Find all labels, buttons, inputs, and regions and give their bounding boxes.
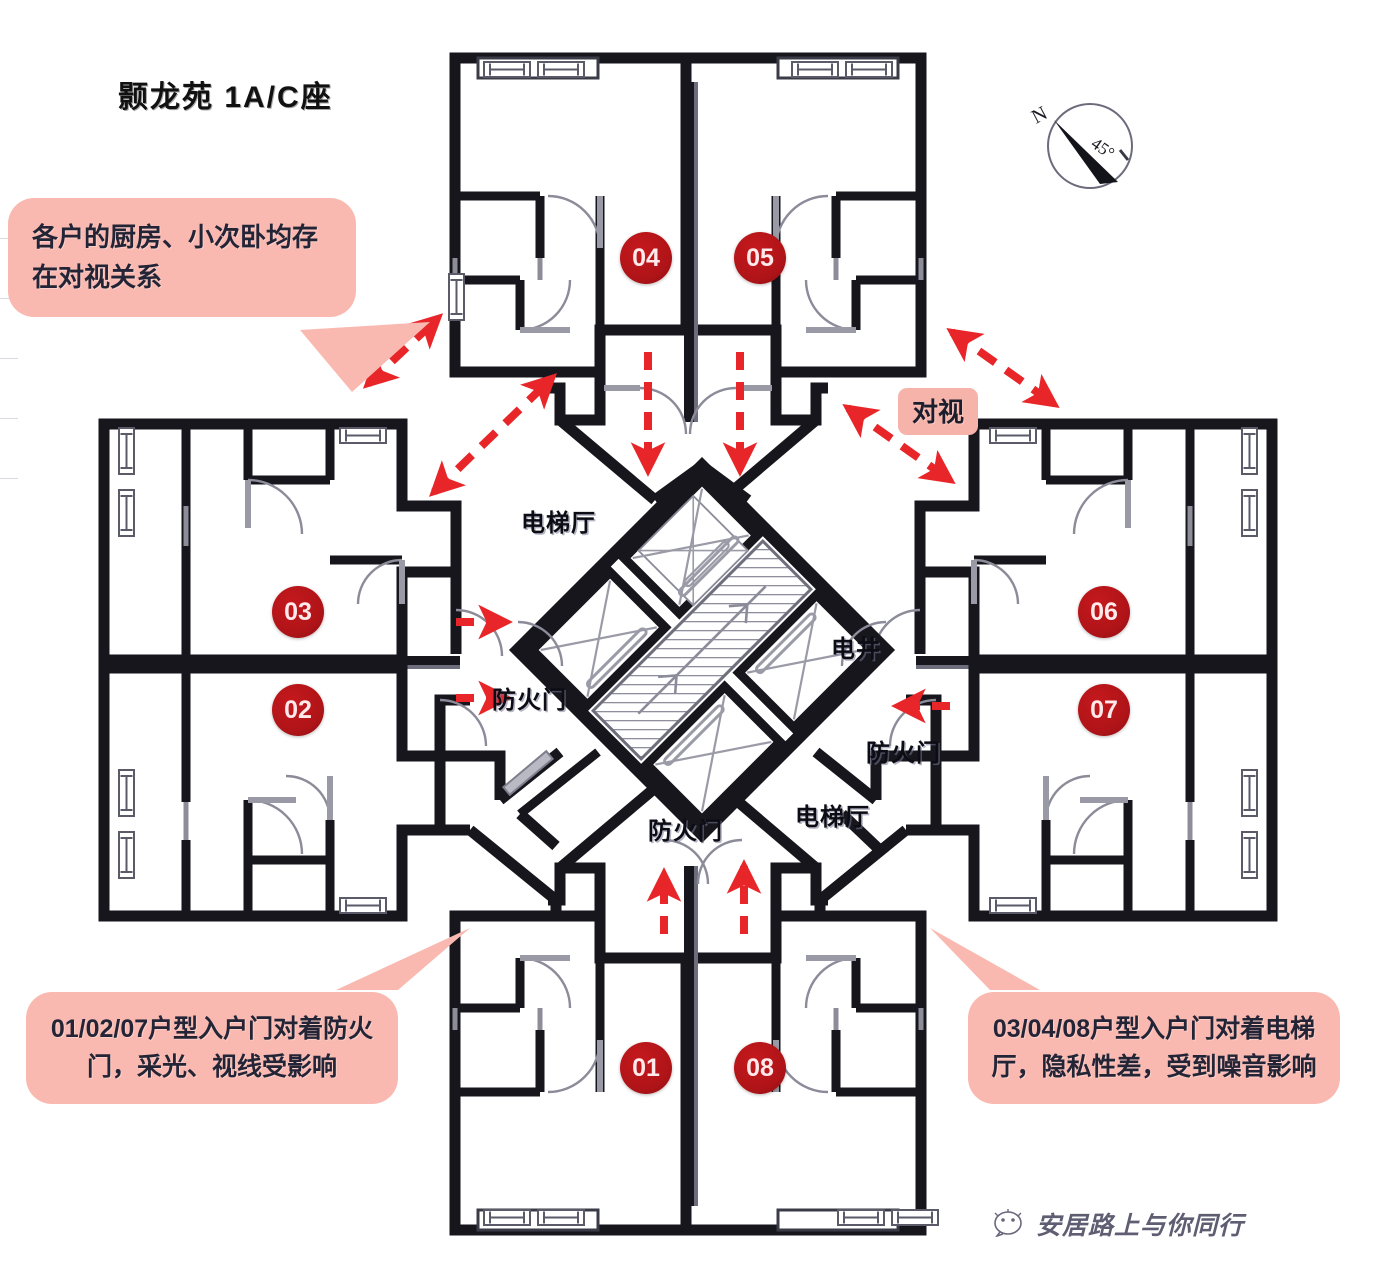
callout-tail-bottom-right (930, 928, 1040, 990)
label-elevator-lobby-upper: 电梯厅 (521, 510, 596, 537)
callout-bottom-left: 01/02/07户型入户门对着防火门，采光、视线受影响 (26, 992, 398, 1104)
label-fire-door-right: 防火门 (866, 740, 941, 767)
unit-badge-02[interactable]: 02 (272, 684, 324, 736)
scan-rule (0, 478, 18, 479)
watermark-text: 安居路上与你同行 (1036, 1212, 1245, 1240)
unit-badge-06[interactable]: 06 (1078, 586, 1130, 638)
unit-badge-08[interactable]: 08 (734, 1042, 786, 1094)
unit-badge-04[interactable]: 04 (620, 232, 672, 284)
callout-bottom-right: 03/04/08户型入户门对着电梯厅，隐私性差，受到噪音影响 (968, 992, 1340, 1104)
label-elevator-lobby-lower: 电梯厅 (795, 804, 870, 831)
callout-tail-top-left (300, 322, 430, 392)
label-electrical-shaft: 电井 (831, 636, 881, 663)
watermark: 安居路上与你同行 (992, 1206, 1244, 1242)
tag-mutual-view: 对视 (898, 388, 979, 435)
callout-tail-bottom-left (336, 928, 470, 990)
compass-north-label: N (1028, 102, 1051, 128)
label-fire-door-left: 防火门 (492, 687, 567, 714)
label-fire-door-bottom: 防火门 (648, 818, 723, 845)
wechat-smiley-icon (992, 1207, 1026, 1242)
page-title: 颢龙苑 1A/C座 (118, 81, 333, 114)
unit-badge-07[interactable]: 07 (1078, 684, 1130, 736)
unit-badge-05[interactable]: 05 (734, 232, 786, 284)
unit-badge-01[interactable]: 01 (620, 1042, 672, 1094)
scan-rule (0, 358, 18, 359)
callout-top-left: 各户的厨房、小次卧均存在对视关系 (8, 198, 356, 318)
compass-rose: N 45° (1024, 94, 1140, 190)
unit-badge-03[interactable]: 03 (272, 586, 324, 638)
scan-rule (0, 418, 18, 419)
